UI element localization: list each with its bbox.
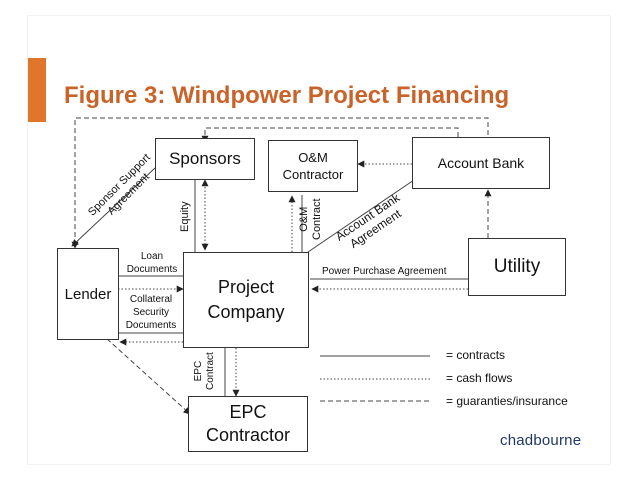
guarantee-lender-epc-line	[94, 327, 191, 415]
ppa-label: Power Purchase Agreement	[322, 266, 447, 277]
legend-guarantees-label: = guaranties/insurance	[446, 394, 568, 408]
loan-documents-label: Loan Documents	[126, 251, 178, 275]
om-contract-label: O&M Contract	[298, 198, 323, 240]
lender-box: Lender	[57, 248, 119, 340]
legend-cashflows-label: = cash flows	[446, 371, 513, 385]
sponsors-label: Sponsors	[169, 149, 241, 168]
account-bank-agreement-line	[307, 179, 415, 253]
account-bank-box: Account Bank	[412, 137, 550, 189]
page-title: Figure 3: Windpower Project Financing	[64, 82, 510, 109]
epc-contractor-label: EPC Contractor	[205, 402, 291, 445]
title-accent-bar	[28, 58, 46, 122]
om-contractor-label: O&M Contractor	[282, 150, 344, 182]
collateral-label: Collateral Security Documents	[125, 294, 177, 331]
guarantee-loop-line	[71, 117, 489, 249]
sponsors-box: Sponsors	[155, 138, 255, 180]
chadbourne-logo: chadbourne	[500, 432, 582, 449]
epc-contractor-box: EPC Contractor	[188, 396, 308, 452]
lender-label: Lender	[64, 285, 112, 303]
equity-label: Equity	[179, 201, 191, 232]
utility-box: Utility	[468, 238, 566, 296]
project-company-label: Project Company	[207, 277, 285, 322]
guarantee-bank-sponsors-line	[201, 127, 459, 143]
utility-label: Utility	[493, 256, 541, 277]
account-bank-label: Account Bank	[437, 155, 525, 171]
epc-contract-label: EPC Contract	[193, 352, 216, 390]
legend-contracts-label: = contracts	[446, 348, 506, 362]
sponsor-support-line	[71, 167, 156, 247]
om-contractor-box: O&M Contractor	[268, 140, 358, 192]
project-company-box: Project Company	[183, 252, 309, 348]
